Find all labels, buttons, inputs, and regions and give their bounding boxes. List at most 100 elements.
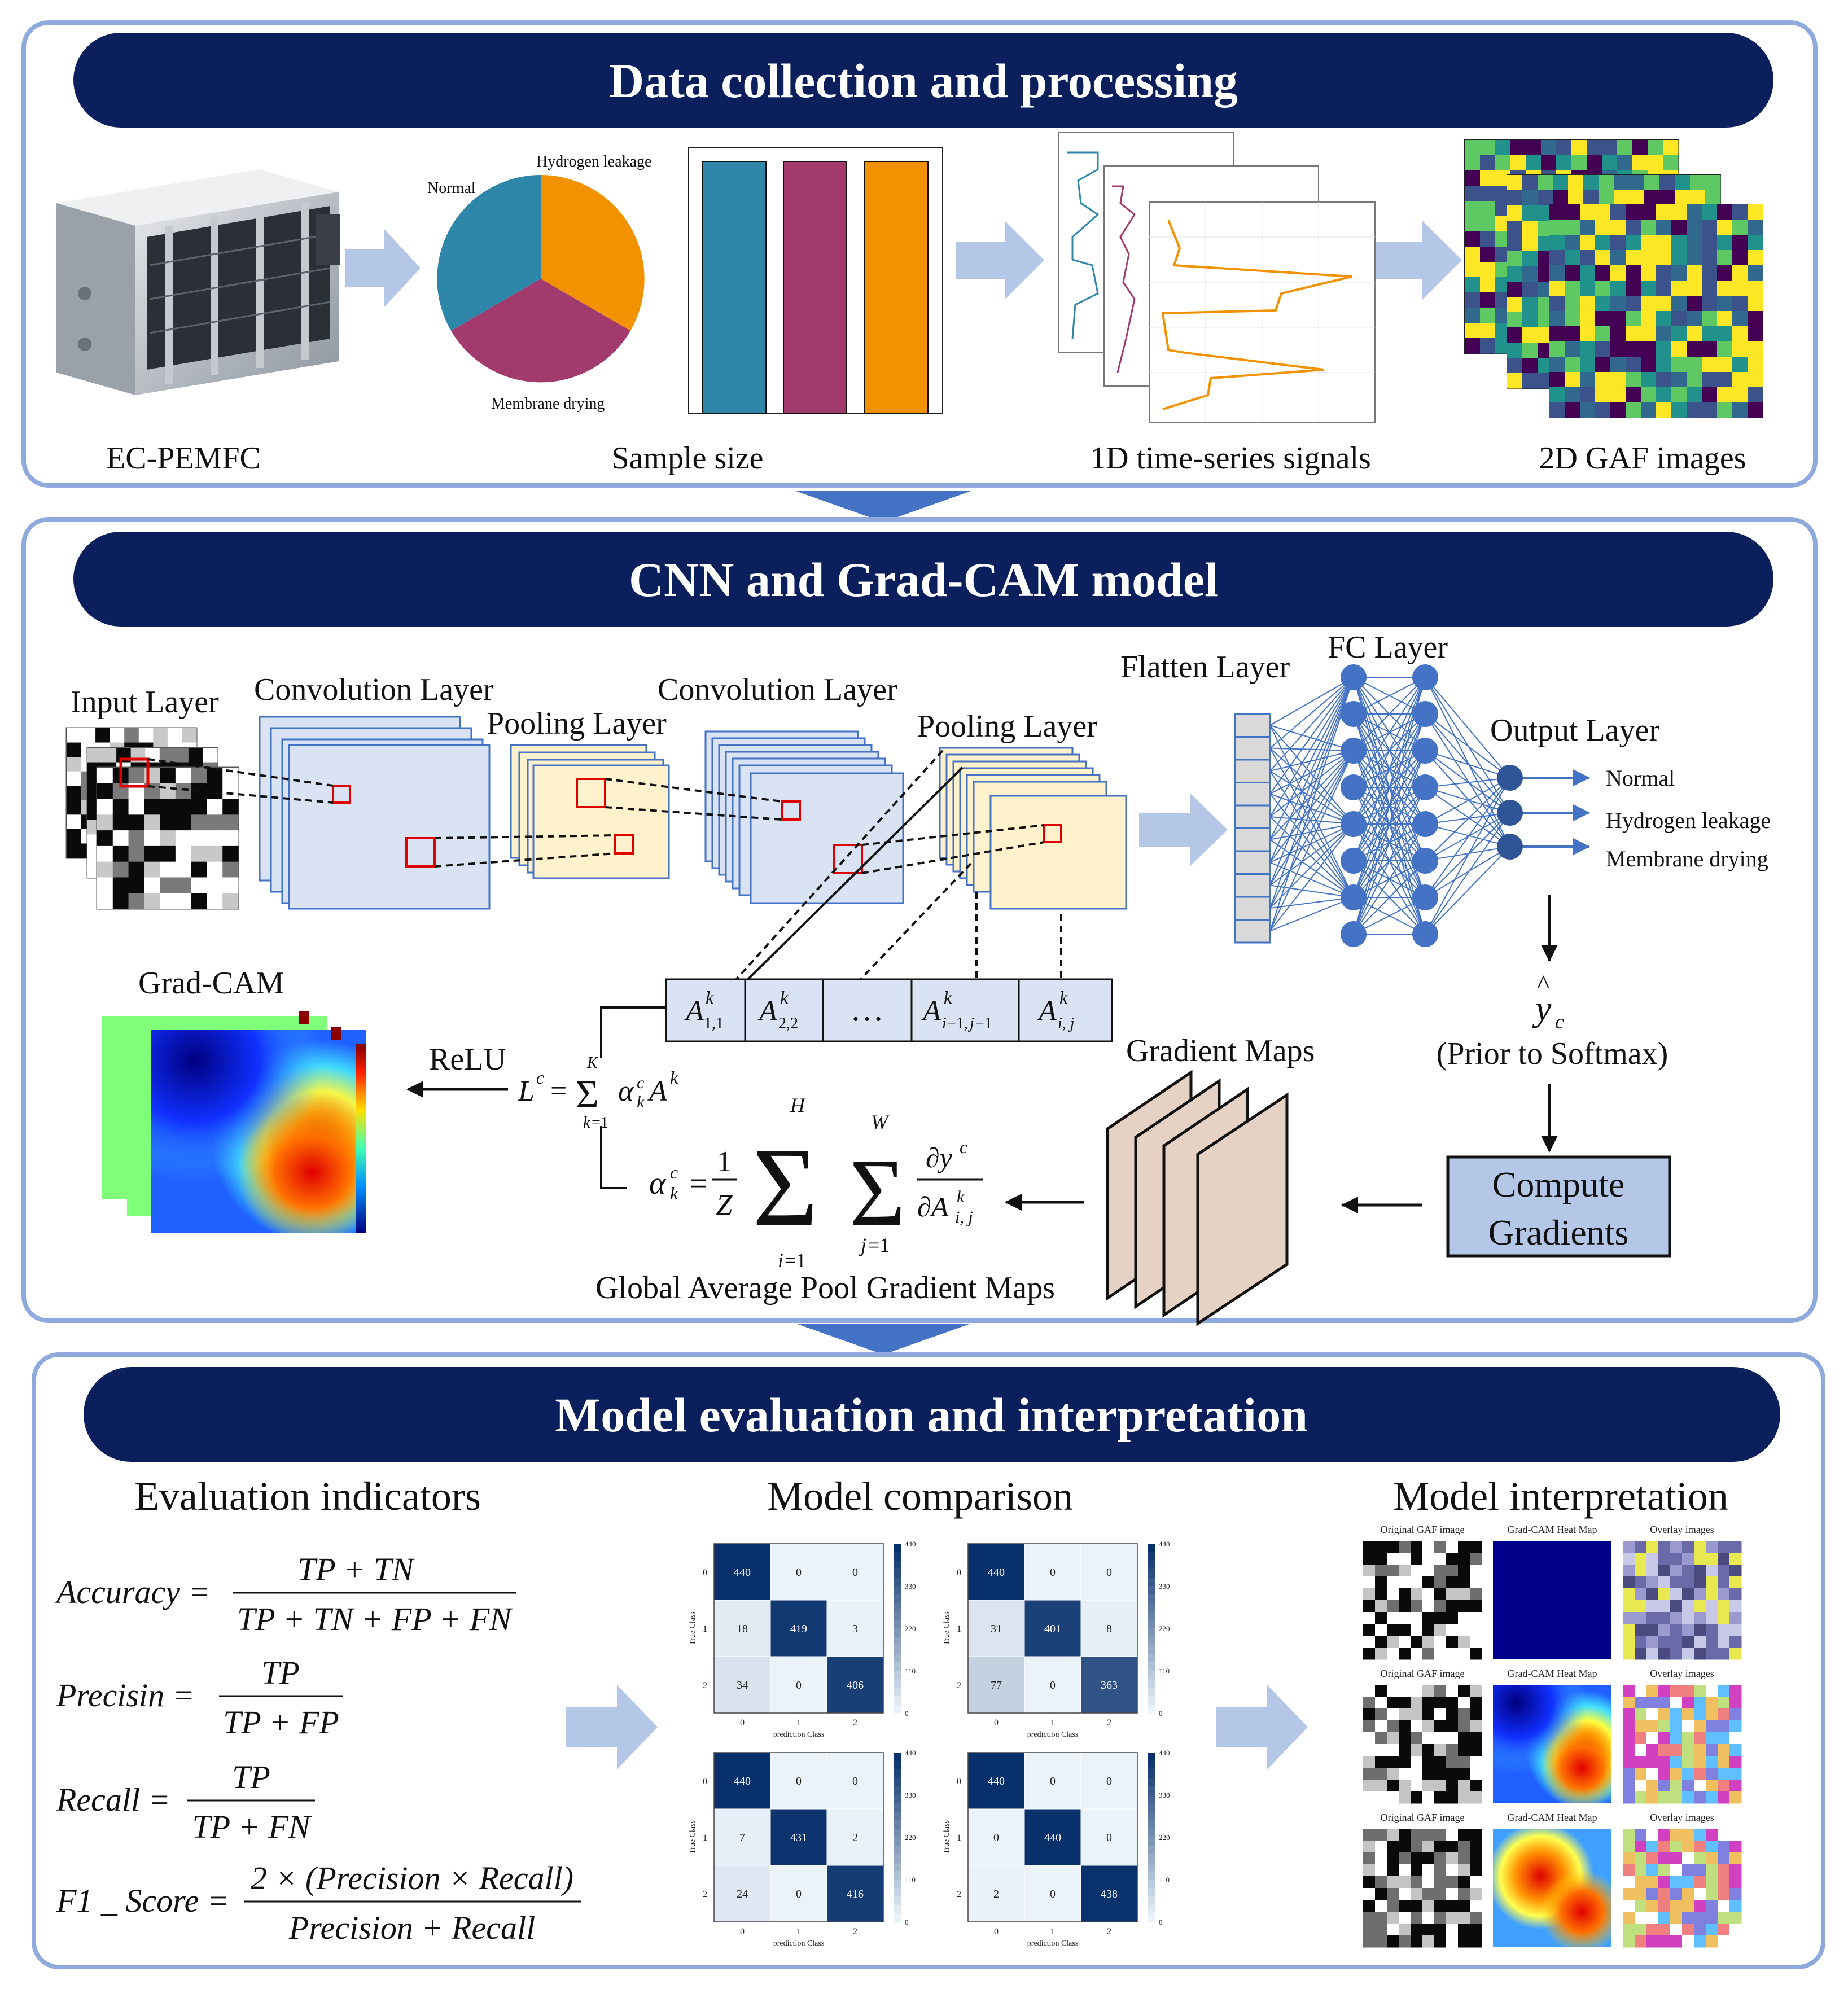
- cm-value: 3: [852, 1623, 858, 1635]
- cm-value: 0: [1050, 1679, 1056, 1692]
- cm-x-tick: 1: [1050, 1927, 1055, 1937]
- output-neuron: [1497, 765, 1523, 791]
- cm-colorbar-tick: 330: [1159, 1791, 1170, 1799]
- cm-cell: [967, 1543, 1025, 1601]
- svg-text:Σ: Σ: [576, 1073, 599, 1116]
- cm-x-tick: 0: [740, 1927, 745, 1937]
- cm-x-tick: 2: [1107, 1718, 1111, 1728]
- label-pool-layer-1: Pooling Layer: [487, 706, 667, 741]
- cm-y-tick: 2: [957, 1890, 961, 1899]
- fc-neuron: [1341, 774, 1367, 800]
- svg-text:Precisin =: Precisin =: [56, 1677, 195, 1714]
- cm-value: 18: [737, 1623, 748, 1635]
- grad-cam-heatmap: [102, 1011, 366, 1233]
- interp-header: Grad-CAM Heat Map: [1508, 1812, 1597, 1823]
- svg-text:Recall =: Recall =: [56, 1781, 170, 1818]
- section-down-arrow: [796, 1324, 971, 1355]
- cm-colorbar-tick: 0: [1159, 1918, 1163, 1926]
- interp-original-image: [1363, 1685, 1482, 1804]
- activation-map-row: A k 1,1 A k 2,2 … A k i −1, j −1 A k i, …: [665, 978, 1113, 1042]
- fc-neuron: [1412, 774, 1438, 800]
- cm-cell: [967, 1865, 1025, 1922]
- cm-colorbar-tick: 220: [905, 1833, 916, 1842]
- cm-value: 2: [993, 1888, 999, 1900]
- svg-text:Accuracy =: Accuracy =: [54, 1574, 211, 1610]
- label-input-layer: Input Layer: [71, 685, 219, 720]
- cm-cell: [770, 1656, 827, 1714]
- cm-y-label: True Class: [943, 1820, 951, 1854]
- cm-x-label: prediction Class: [773, 1730, 825, 1739]
- cm-y-tick: 2: [703, 1890, 707, 1899]
- output-hydrogen: Hydrogen leakage: [1606, 808, 1771, 833]
- label-relu: ReLU: [429, 1042, 506, 1077]
- cm-colorbar-tick: 0: [905, 1918, 909, 1926]
- cm-cell: [826, 1865, 884, 1922]
- svg-text:k: k: [670, 1067, 678, 1088]
- cm-colorbar-tick: 440: [1159, 1749, 1170, 1757]
- svg-text:k: k: [780, 987, 789, 1007]
- interp-header: Original GAF image: [1381, 1668, 1465, 1679]
- cm-value: 419: [790, 1623, 807, 1635]
- compute-gradients-box: [1446, 1155, 1671, 1258]
- cm-colorbar-tick: 0: [905, 1709, 909, 1718]
- cm-value: 0: [1050, 1888, 1056, 1900]
- cm-colorbar-tick: 330: [1159, 1582, 1170, 1591]
- label-gap: Global Average Pool Gradient Maps: [595, 1270, 1055, 1305]
- cm-value: 0: [796, 1679, 802, 1692]
- fc-network: [1269, 664, 1590, 947]
- cm-colorbar-tick: 110: [1159, 1876, 1170, 1884]
- fc-neuron: [1412, 921, 1438, 947]
- cm-cell: [967, 1752, 1025, 1810]
- svg-text:c: c: [960, 1137, 967, 1157]
- pie-label-hydrogen: Hydrogen leakage: [536, 153, 651, 170]
- yhat-c-symbol: y ^ c: [1532, 970, 1564, 1033]
- interp-header: Original GAF image: [1381, 1524, 1465, 1535]
- section-down-arrow: [796, 491, 971, 522]
- interp-heatmap-image: [1493, 1829, 1611, 1947]
- svg-text:∂y: ∂y: [926, 1142, 953, 1173]
- cm-x-tick: 1: [796, 1927, 801, 1937]
- cm-value: 440: [988, 1775, 1005, 1788]
- cm-x-label: prediction Class: [1027, 1730, 1079, 1739]
- cm-value: 0: [852, 1566, 858, 1579]
- cm-cell: [1080, 1752, 1138, 1810]
- svg-text:k: k: [944, 987, 952, 1007]
- svg-text:W: W: [871, 1111, 890, 1133]
- cm-value: 0: [852, 1775, 858, 1788]
- svg-text:=: =: [690, 1166, 708, 1201]
- flatten-unit: [1234, 896, 1271, 921]
- gradient-maps-stack: [1106, 1070, 1289, 1326]
- cm-cell: [1024, 1808, 1081, 1866]
- cm-x-tick: 0: [740, 1718, 745, 1728]
- bracket-lines: [600, 1006, 666, 1189]
- svg-text:=1: =1: [592, 1114, 608, 1132]
- label-conv-layer-1: Convolution Layer: [254, 672, 494, 707]
- bar-normal: [702, 161, 767, 414]
- svg-text:A: A: [757, 995, 777, 1027]
- label-grad-cam: Grad-CAM: [138, 966, 284, 1001]
- cm-x-tick: 2: [1107, 1927, 1111, 1937]
- flatten-layer: [1234, 713, 1271, 944]
- flow-arrow: [345, 221, 1462, 308]
- interp-original-image: [1363, 1829, 1482, 1948]
- caption-1d-signals: 1D time-series signals: [1090, 441, 1371, 476]
- cm-value: 0: [1106, 1566, 1112, 1579]
- cm-value: 440: [734, 1775, 751, 1788]
- cm-colorbar-tick: 330: [905, 1582, 916, 1591]
- interp-header: Grad-CAM Heat Map: [1508, 1668, 1597, 1679]
- svg-text:A: A: [647, 1075, 667, 1107]
- gaf-image-stack: [1464, 139, 1763, 418]
- cm-cell: [713, 1808, 771, 1866]
- svg-text:α: α: [649, 1166, 667, 1201]
- flatten-unit: [1234, 713, 1271, 738]
- section-data-header: [73, 33, 1773, 128]
- interp-header: Overlay images: [1650, 1524, 1714, 1535]
- fc-neuron: [1341, 811, 1367, 837]
- cm-y-label: True Class: [689, 1820, 697, 1854]
- svg-text:c: c: [637, 1074, 644, 1092]
- flatten-unit: [1234, 850, 1271, 875]
- svg-text:TP + FN: TP + FN: [192, 1808, 312, 1845]
